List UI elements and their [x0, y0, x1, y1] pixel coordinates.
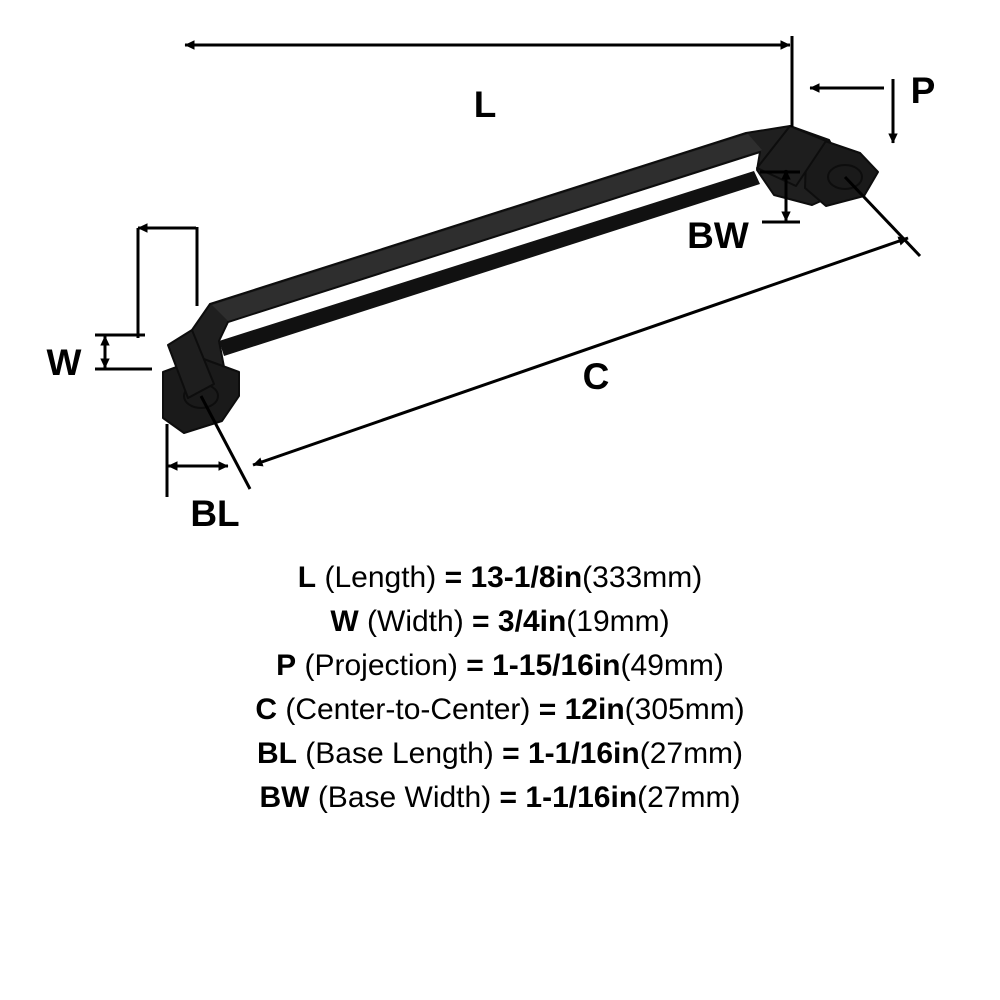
spec-metric: (19mm) — [566, 605, 670, 638]
dimension-L: L — [184, 36, 794, 127]
spec-equals: = — [538, 693, 557, 726]
spec-metric: (333mm) — [582, 561, 703, 594]
dimension-W: W — [47, 333, 152, 383]
spec-equals: = — [502, 737, 520, 770]
spec-row-BW: BW (Base Width) = 1-1/16in(27mm) — [0, 776, 1000, 820]
spec-metric: (305mm) — [624, 693, 745, 726]
spec-symbol: L — [297, 561, 317, 594]
spec-symbol: BW — [259, 781, 310, 814]
spec-metric: (27mm) — [637, 781, 741, 814]
spec-equals: = — [499, 781, 518, 814]
spec-row-C: C (Center-to-Center) = 12in(305mm) — [0, 688, 1000, 732]
spec-value: 1-1/16in — [527, 737, 640, 770]
spec-name: (Length) — [324, 561, 437, 594]
spec-row-L: L (Length) = 13-1/8in(333mm) — [0, 556, 1000, 600]
spec-equals: = — [444, 561, 463, 594]
spec-equals: = — [466, 649, 484, 682]
specification-list: L (Length) = 13-1/8in(333mm) W (Width) =… — [0, 556, 1000, 820]
label-P: P — [911, 70, 936, 111]
spec-row-P: P (Projection) = 1-15/16in(49mm) — [0, 644, 1000, 688]
label-L: L — [474, 84, 497, 125]
spec-equals: = — [472, 605, 490, 638]
extension-left — [136, 223, 199, 338]
dimension-C: C — [199, 175, 922, 490]
spec-value: 12in — [564, 693, 625, 726]
dimension-BL: BL — [165, 424, 240, 534]
spec-metric: (27mm) — [639, 737, 744, 770]
spec-name: (Width) — [367, 605, 464, 638]
spec-symbol: C — [255, 693, 277, 726]
label-W: W — [47, 342, 82, 383]
spec-name: (Center-to-Center) — [285, 693, 531, 726]
spec-symbol: P — [276, 649, 297, 682]
spec-value: 1-15/16in — [492, 649, 621, 682]
spec-value: 13-1/8in — [470, 561, 583, 594]
label-BL: BL — [190, 493, 239, 534]
spec-row-BL: BL (Base Length) = 1-1/16in(27mm) — [0, 732, 1000, 776]
spec-value: 1-1/16in — [525, 781, 638, 814]
spec-name: (Base Width) — [317, 781, 492, 814]
label-C: C — [583, 356, 610, 397]
spec-symbol: W — [330, 605, 359, 638]
pull-dimension-diagram: L P BW W — [47, 36, 936, 534]
spec-name: (Projection) — [304, 649, 458, 682]
spec-symbol: BL — [256, 737, 297, 770]
spec-metric: (49mm) — [620, 649, 724, 682]
spec-name: (Base Length) — [305, 737, 494, 770]
label-BW: BW — [687, 215, 749, 256]
spec-row-W: W (Width) = 3/4in(19mm) — [0, 600, 1000, 644]
dimension-P: P — [809, 70, 936, 144]
spec-value: 3/4in — [497, 605, 567, 638]
